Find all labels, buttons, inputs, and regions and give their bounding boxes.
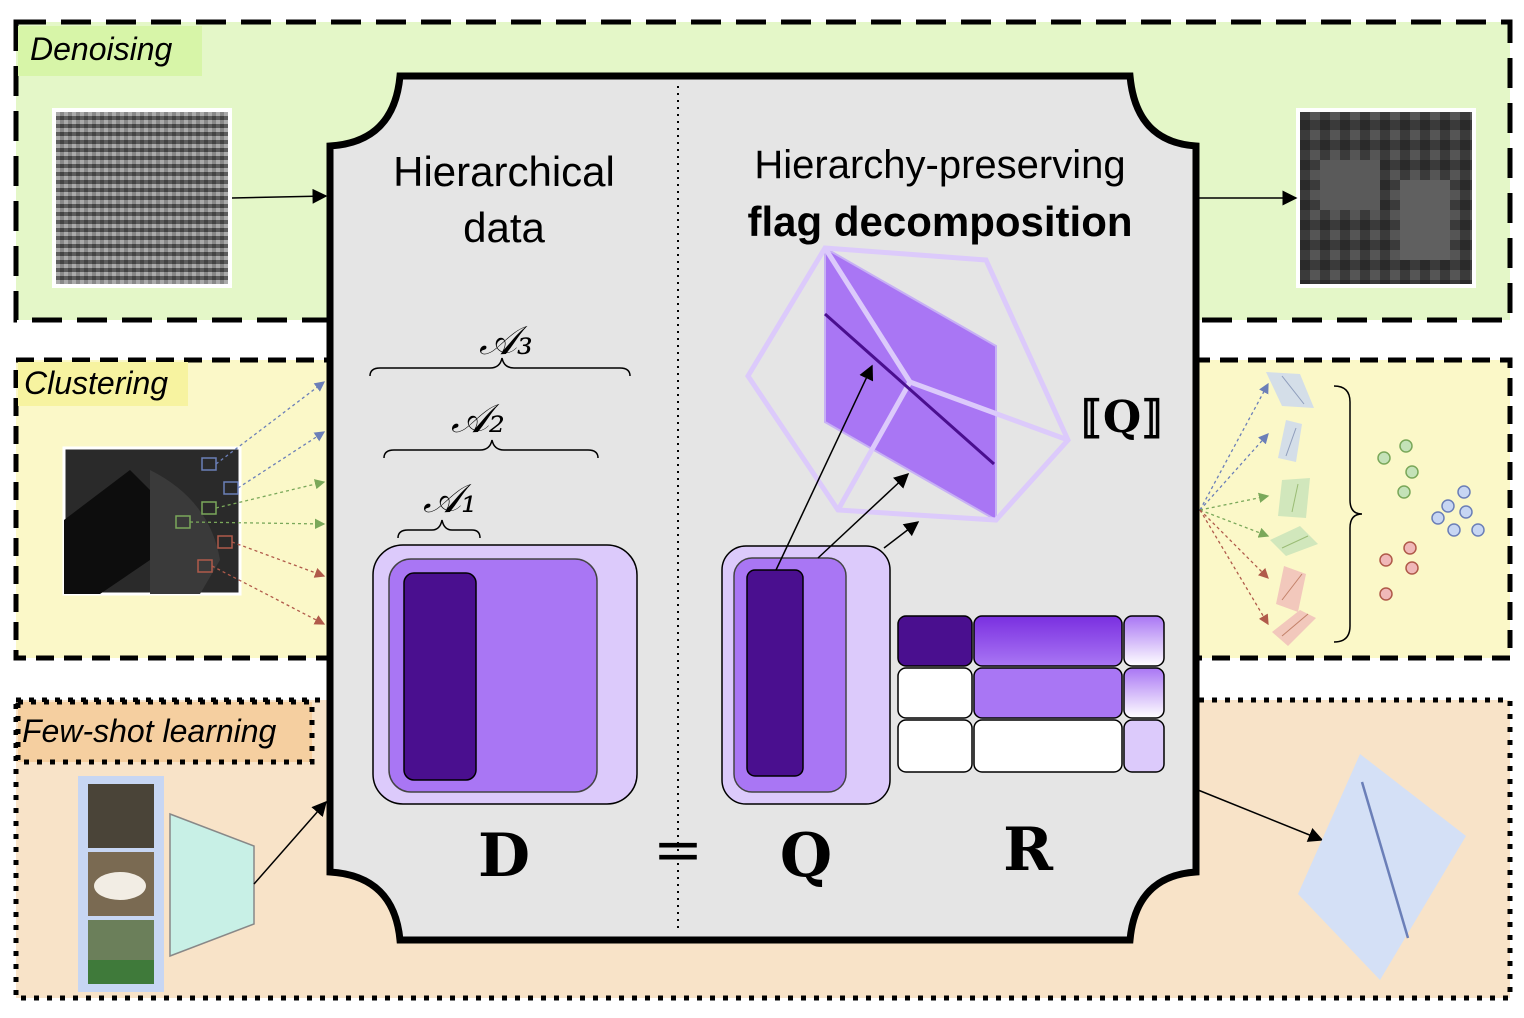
flag-label: ⟦Q⟧ [1081, 392, 1163, 443]
label-equals: = [653, 815, 703, 885]
flag-hexagon [745, 245, 1071, 523]
label-d: D [478, 821, 530, 891]
matrix-r-block [897, 615, 1165, 773]
cluster-dots [1377, 439, 1485, 601]
fewshot-input-arrow [253, 800, 327, 885]
brace-a1: 𝒜₁ [397, 476, 481, 539]
encoder-trapezoid [169, 812, 255, 958]
denoise-input-arrow [231, 188, 328, 204]
fewshot-output-arrow [1197, 789, 1324, 842]
right-title-line2: flag decomposition [747, 198, 1132, 245]
fewshot-tag [15, 699, 315, 765]
label-a1: 𝒜₁ [423, 476, 477, 522]
label-r: R [1003, 815, 1054, 885]
matrix-d-block [372, 544, 638, 805]
brace-a3: 𝒜₃ [369, 318, 631, 377]
cluster-brace [1333, 385, 1363, 643]
right-title-line1: Hierarchy-preserving [754, 143, 1125, 187]
clustering-tag [18, 362, 188, 406]
fewshot-plane [1298, 754, 1466, 980]
label-q: Q [780, 821, 832, 891]
denoising-label: Denoising [30, 31, 173, 67]
clustering-label: Clustering [24, 365, 168, 401]
horse-photo-1 [88, 784, 154, 848]
cluster-planes [1266, 372, 1318, 646]
flag-figure: ⟦Q⟧ [745, 245, 1163, 571]
label-a3: 𝒜₃ [479, 318, 533, 364]
denoising-tag [18, 26, 202, 76]
denoising-panel: Denoising [13, 19, 1513, 323]
noisy-image [52, 108, 232, 288]
fewshot-label: Few-shot learning [22, 713, 277, 749]
brace-a2: 𝒜₂ [383, 396, 599, 459]
flag-line [824, 312, 995, 466]
matrix-q-block [721, 545, 891, 805]
left-title-line2: data [463, 204, 545, 251]
label-a2: 𝒜₂ [451, 396, 505, 442]
left-title-line1: Hierarchical [393, 148, 615, 195]
